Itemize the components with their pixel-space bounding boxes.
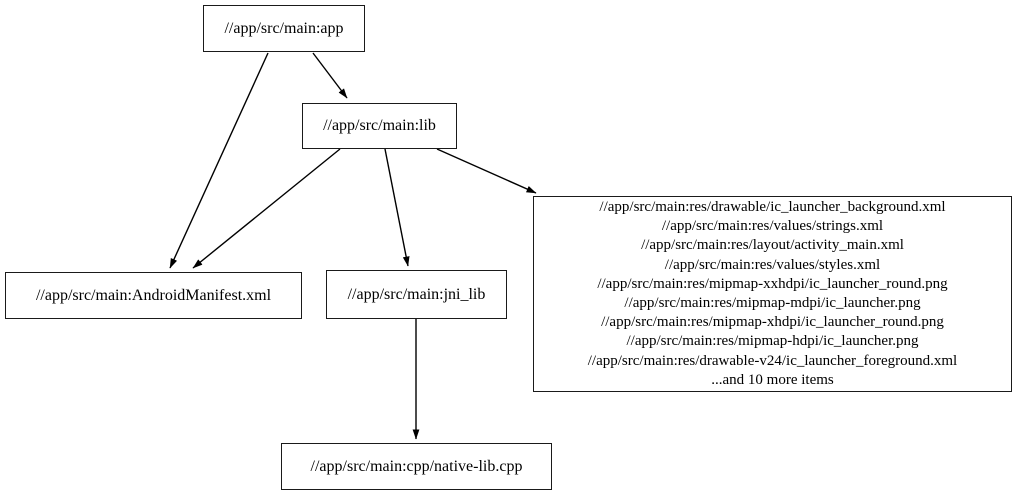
resource-line: //app/src/main:res/drawable/ic_launcher_… — [599, 198, 946, 215]
resource-line-more-items: ...and 10 more items — [711, 371, 834, 388]
resource-line: //app/src/main:res/drawable-v24/ic_launc… — [587, 352, 958, 369]
node-android-manifest-label: //app/src/main:AndroidManifest.xml — [35, 286, 272, 304]
node-app-label: //app/src/main:app — [224, 19, 344, 37]
node-app: //app/src/main:app — [203, 5, 365, 52]
node-android-manifest: //app/src/main:AndroidManifest.xml — [5, 272, 302, 319]
resource-line: //app/src/main:res/layout/activity_main.… — [641, 237, 904, 254]
resource-line: //app/src/main:res/values/strings.xml — [661, 218, 884, 235]
edge-app-to-android-manifest — [169, 52, 269, 269]
resource-line: //app/src/main:res/mipmap-xhdpi/ic_launc… — [601, 314, 944, 331]
resource-line: //app/src/main:res/mipmap-xxhdpi/ic_laun… — [597, 275, 948, 292]
node-lib: //app/src/main:lib — [302, 103, 457, 149]
node-jni-lib: //app/src/main:jni_lib — [326, 270, 507, 319]
resource-line: //app/src/main:res/mipmap-mdpi/ic_launch… — [624, 295, 921, 311]
edge-lib-to-android-manifest — [192, 148, 341, 269]
node-native-lib-cpp: //app/src/main:cpp/native-lib.cpp — [281, 443, 552, 490]
node-resources: //app/src/main:res/drawable/ic_launcher_… — [533, 196, 1012, 392]
edge-app-to-lib — [312, 52, 348, 99]
resource-line: //app/src/main:res/values/styles.xml — [664, 256, 881, 273]
edge-lib-to-jni-lib — [384, 148, 410, 267]
resource-line: //app/src/main:res/mipmap-hdpi/ic_launch… — [626, 333, 919, 350]
node-lib-label: //app/src/main:lib — [323, 117, 436, 134]
edge-lib-to-resources — [436, 148, 537, 194]
node-jni-lib-label: //app/src/main:jni_lib — [347, 285, 486, 303]
node-native-lib-cpp-label: //app/src/main:cpp/native-lib.cpp — [310, 457, 523, 475]
